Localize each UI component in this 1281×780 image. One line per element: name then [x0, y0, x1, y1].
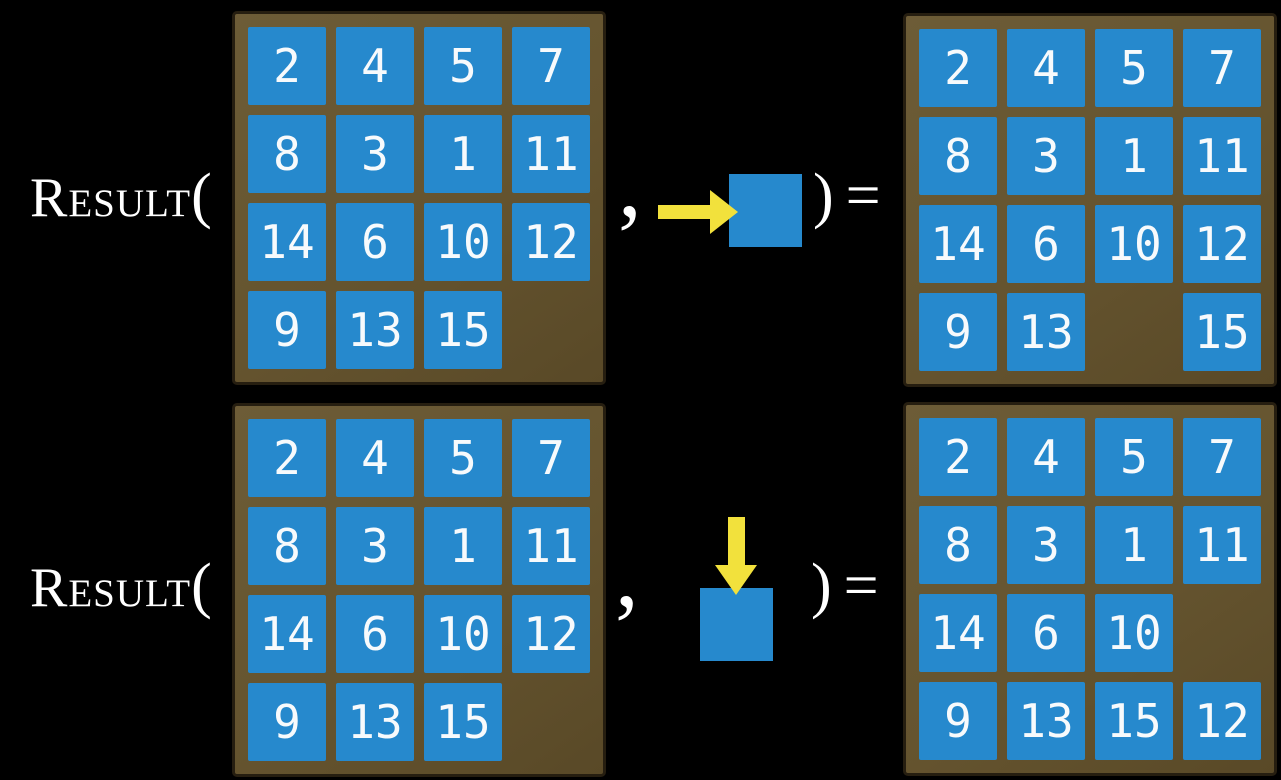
tile-13: 13 [1007, 682, 1085, 760]
arrow-head [715, 565, 757, 595]
tile-15: 15 [1095, 682, 1173, 760]
tile-15: 15 [1183, 293, 1261, 371]
tile-6: 6 [336, 595, 414, 673]
tile-5: 5 [1095, 29, 1173, 107]
argument-comma: , [615, 521, 639, 627]
tile-7: 7 [1183, 418, 1261, 496]
tile-6: 6 [1007, 205, 1085, 283]
tile-14: 14 [919, 205, 997, 283]
tile-1: 1 [1095, 506, 1173, 584]
argument-comma: , [618, 131, 642, 237]
function-name: Result [30, 557, 192, 619]
arrow-head [710, 190, 738, 234]
down-arrow-icon [700, 517, 773, 661]
close-paren-equals: )= [811, 555, 879, 617]
tile-15: 15 [424, 291, 502, 369]
right-arrow-icon [658, 172, 802, 248]
tile-10: 10 [424, 595, 502, 673]
empty-cell [512, 291, 590, 369]
tile-1: 1 [424, 115, 502, 193]
tile-8: 8 [919, 506, 997, 584]
arrow-shaft [658, 205, 712, 219]
tile-11: 11 [1183, 506, 1261, 584]
tile-9: 9 [919, 293, 997, 371]
tile-5: 5 [1095, 418, 1173, 496]
close-paren: ) [813, 162, 834, 230]
tile-9: 9 [919, 682, 997, 760]
action-slide-down [700, 517, 773, 661]
empty-cell [1095, 293, 1173, 371]
tile-7: 7 [512, 419, 590, 497]
tile-2: 2 [919, 29, 997, 107]
tile-14: 14 [248, 595, 326, 673]
tile-7: 7 [1183, 29, 1261, 107]
tile-1: 1 [1095, 117, 1173, 195]
tile-4: 4 [1007, 29, 1085, 107]
open-paren: ( [191, 162, 212, 230]
action-tile [729, 174, 802, 247]
tile-6: 6 [336, 203, 414, 281]
tile-13: 13 [1007, 293, 1085, 371]
tile-12: 12 [1183, 682, 1261, 760]
empty-cell [1183, 594, 1261, 672]
close-paren: ) [811, 552, 832, 620]
tile-11: 11 [1183, 117, 1261, 195]
empty-cell [512, 683, 590, 761]
tile-7: 7 [512, 27, 590, 105]
tile-12: 12 [1183, 205, 1261, 283]
tile-11: 11 [512, 507, 590, 585]
tile-13: 13 [336, 291, 414, 369]
arrow-shaft [728, 517, 745, 569]
tile-14: 14 [248, 203, 326, 281]
tile-5: 5 [424, 419, 502, 497]
equals-sign: = [845, 162, 881, 230]
equals-sign: = [843, 552, 879, 620]
tile-4: 4 [336, 419, 414, 497]
tile-13: 13 [336, 683, 414, 761]
tile-10: 10 [1095, 205, 1173, 283]
tile-2: 2 [919, 418, 997, 496]
tile-9: 9 [248, 291, 326, 369]
tile-10: 10 [1095, 594, 1173, 672]
tile-10: 10 [424, 203, 502, 281]
tile-6: 6 [1007, 594, 1085, 672]
tile-2: 2 [248, 27, 326, 105]
tile-11: 11 [512, 115, 590, 193]
tile-4: 4 [1007, 418, 1085, 496]
tile-3: 3 [336, 115, 414, 193]
tile-3: 3 [1007, 117, 1085, 195]
result-function-label: Result( [30, 555, 212, 617]
tile-3: 3 [336, 507, 414, 585]
close-paren-equals: )= [813, 165, 881, 227]
tile-9: 9 [248, 683, 326, 761]
tile-1: 1 [424, 507, 502, 585]
tile-8: 8 [248, 115, 326, 193]
tile-8: 8 [248, 507, 326, 585]
tile-8: 8 [919, 117, 997, 195]
tile-4: 4 [336, 27, 414, 105]
tile-3: 3 [1007, 506, 1085, 584]
tile-14: 14 [919, 594, 997, 672]
tile-5: 5 [424, 27, 502, 105]
tile-15: 15 [424, 683, 502, 761]
action-slide-right [658, 172, 802, 248]
action-tile [700, 588, 773, 661]
result-function-label: Result( [30, 165, 212, 227]
tile-12: 12 [512, 203, 590, 281]
open-paren: ( [191, 552, 212, 620]
function-name: Result [30, 167, 192, 229]
tile-2: 2 [248, 419, 326, 497]
tile-12: 12 [512, 595, 590, 673]
